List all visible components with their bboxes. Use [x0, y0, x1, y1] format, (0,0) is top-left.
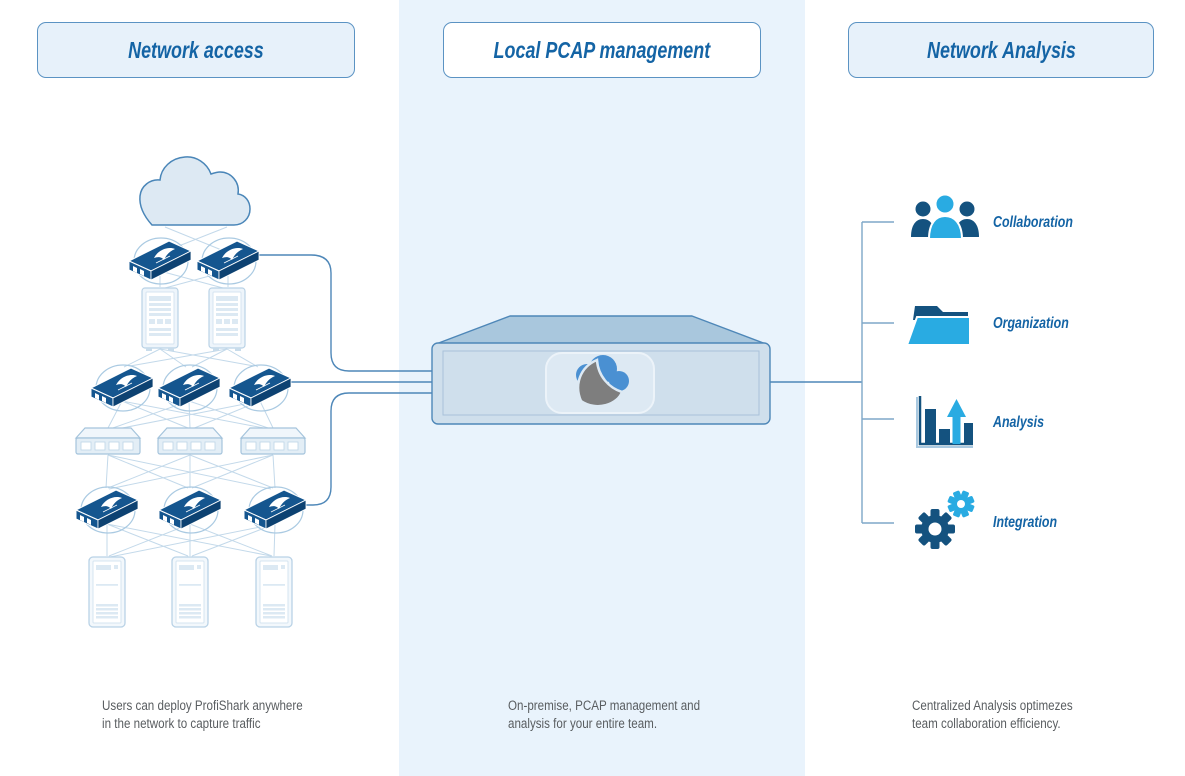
caption-local-pcap-line1: On-premise, PCAP management and [508, 698, 701, 713]
caption-local-pcap-line2: analysis for your entire team. [508, 715, 658, 731]
pcap-appliance-icon [431, 315, 771, 425]
header-network-access: Network access [37, 22, 355, 78]
caption-network-access-line2: in the network to capture traffic [102, 715, 261, 731]
network-mesh-links [105, 226, 276, 558]
feature-label-organization: Organization [993, 315, 1069, 332]
bar-chart-icon [916, 396, 973, 448]
network-switch-icon [157, 427, 223, 455]
caption-network-analysis: Centralized Analysis optimezes team coll… [912, 697, 1073, 732]
folder-icon [905, 306, 971, 346]
caption-network-analysis-line1: Centralized Analysis optimezes [912, 698, 1073, 713]
caption-network-access: Users can deploy ProfiShark anywhere in … [102, 697, 303, 732]
profishark-device-icon [228, 364, 292, 412]
profishark-device-icon [90, 364, 154, 412]
rack-server-icon [141, 287, 179, 352]
capture-to-appliance-connectors [252, 254, 862, 506]
network-switch-icon [75, 427, 141, 455]
workstation-tower-icon [255, 556, 293, 628]
header-network-analysis-label: Network Analysis [926, 36, 1076, 63]
caption-local-pcap: On-premise, PCAP management and analysis… [508, 697, 700, 732]
caption-network-access-line1: Users can deploy ProfiShark anywhere [102, 698, 303, 713]
caption-network-analysis-line2: team collaboration efficiency. [912, 715, 1061, 731]
feature-label-integration: Integration [993, 514, 1058, 531]
header-local-pcap-management: Local PCAP management [443, 22, 761, 78]
cloudshark-logo-icon [576, 355, 629, 408]
network-switch-icon [240, 427, 306, 455]
rack-server-icon [208, 287, 246, 352]
header-local-pcap-management-label: Local PCAP management [493, 36, 711, 63]
people-group-icon [911, 193, 979, 240]
feature-label-analysis: Analysis [993, 414, 1045, 431]
internet-cloud-icon [139, 156, 251, 226]
workstation-tower-icon [88, 556, 126, 628]
feature-label-collaboration: Collaboration [993, 214, 1073, 231]
workstation-tower-icon [171, 556, 209, 628]
header-network-analysis: Network Analysis [848, 22, 1154, 78]
analysis-bracket [861, 221, 894, 524]
gears-icon [915, 489, 976, 549]
header-network-access-label: Network access [128, 36, 264, 63]
